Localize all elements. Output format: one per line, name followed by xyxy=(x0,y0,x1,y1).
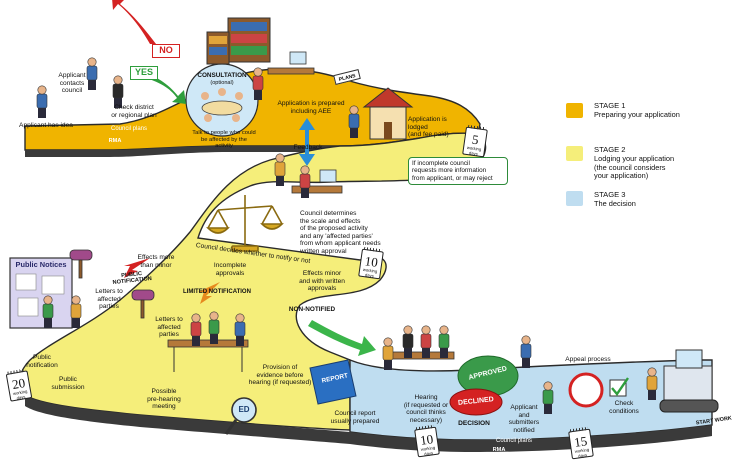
person-figure xyxy=(542,381,554,414)
legend-stage3-text: The decision xyxy=(594,199,636,208)
label-effects-minor: Effects minor and with written approvals xyxy=(299,270,345,293)
person-figure xyxy=(42,295,54,328)
magnifier xyxy=(224,397,257,435)
person-figure xyxy=(70,295,82,328)
label-application-lodged: Application is lodged (and fee paid) xyxy=(408,116,449,139)
legend-stage2-text: Lodging your application (the council co… xyxy=(594,154,675,181)
calendar-5-working-days: 5 working days xyxy=(462,126,488,158)
label-appeal-process: Appeal process xyxy=(565,356,611,363)
label-consultation: CONSULTATION xyxy=(197,72,247,79)
people-figures xyxy=(36,57,658,414)
label-provision-evidence: Provision of evidence before hearing (if… xyxy=(248,364,312,387)
public-notices-board xyxy=(9,257,73,329)
feedback-arrow xyxy=(299,118,315,166)
person-figure xyxy=(382,337,394,370)
public-notices-title: Public Notices xyxy=(15,260,67,269)
ed-magnifier-text: ED xyxy=(238,405,250,414)
legend-stage1-text: Preparing your application xyxy=(594,110,680,119)
label-check-district: Check district or regional plan xyxy=(111,104,157,119)
label-effects-more: Effects more than minor xyxy=(137,254,175,269)
person-figure xyxy=(520,335,532,368)
no-arrow xyxy=(112,0,156,44)
label-limited-notification: LIMITED NOTIFICATION xyxy=(183,289,251,295)
decision-stamps xyxy=(449,355,519,416)
calendar-10-working-days-bottom: 10 working days xyxy=(414,426,440,458)
person-figure xyxy=(208,311,220,344)
person-figure xyxy=(348,105,360,138)
council-house xyxy=(362,87,414,140)
label-public-submission: Public submission xyxy=(51,376,85,391)
report-book xyxy=(309,359,357,405)
road-rma-bottom: RMA xyxy=(492,447,506,453)
legend-swatch-stage1 xyxy=(566,103,583,118)
label-letters-2: Letters to affected parties xyxy=(155,316,183,339)
road-council-plans-bottom: Council plans xyxy=(495,438,533,444)
legend-swatch-stage3 xyxy=(566,191,583,206)
calendar-10-working-days-top: 10 working days xyxy=(358,248,384,280)
label-applicant-has-idea: Applicant has idea xyxy=(19,122,73,129)
limited-arrow xyxy=(198,282,220,304)
scales-of-justice xyxy=(206,195,284,252)
yes-sign: YES xyxy=(130,66,158,80)
bookshelf xyxy=(206,17,271,65)
label-possible-prehearing: Possible pre-hearing meeting xyxy=(147,388,181,411)
calendar-15-working-days: 15 working days xyxy=(568,428,594,460)
label-application-prepared: Application is prepared including AEE xyxy=(277,100,345,115)
consultation-table xyxy=(201,88,243,122)
legend-stage2-title: STAGE 2 xyxy=(594,145,626,154)
label-letters-1: Letters to affected parties xyxy=(95,288,123,311)
label-talk-to-people: Talk to people who could be affected by … xyxy=(192,130,256,150)
person-figure xyxy=(299,165,311,198)
road-council-plans-top: Council plans xyxy=(110,126,148,132)
label-check-conditions: Check conditions xyxy=(609,400,639,415)
legend-stage3-title: STAGE 3 xyxy=(594,190,626,199)
appeal-stop-hand xyxy=(568,372,604,408)
label-council-determines: Council determines the scale and effects… xyxy=(300,210,381,255)
person-figure xyxy=(190,313,202,346)
person-figure xyxy=(36,85,48,118)
legend-swatch-stage2 xyxy=(566,146,583,161)
prehearing-table xyxy=(167,339,249,372)
person-figure xyxy=(234,313,246,346)
road-bottom-dark-edge xyxy=(25,395,712,452)
non-notified-arrow xyxy=(308,320,376,356)
check-conditions-box xyxy=(609,377,629,397)
person-figure xyxy=(274,153,286,186)
bulldozer xyxy=(659,349,719,413)
road-stage1-dark-edge xyxy=(25,146,340,157)
label-non-notified: NON-NOTIFIED xyxy=(288,306,336,313)
label-applicant-contacts: Applicant contacts council xyxy=(58,72,86,95)
person-figure xyxy=(402,325,414,358)
person-figure xyxy=(646,367,658,400)
public-arrow xyxy=(124,258,150,278)
label-council-report: Council report usually prepared xyxy=(330,410,380,425)
label-public-notification: Public notification xyxy=(26,354,58,369)
calendar-20-working-days: 20 working days xyxy=(5,370,33,402)
person-figure xyxy=(86,57,98,90)
no-sign: NO xyxy=(152,44,180,58)
road-rma-top: RMA xyxy=(108,138,122,144)
council-desk xyxy=(291,169,343,194)
label-applicant-submitters: Applicant and submitters notified xyxy=(508,404,540,434)
label-decision: DECISION xyxy=(458,420,490,427)
label-incomplete-approvals: Incomplete approvals xyxy=(213,262,247,277)
label-hearing: Hearing (if requested or council thinks … xyxy=(403,394,449,424)
label-consultation-optional: (optional) xyxy=(210,80,234,86)
prep-desk xyxy=(267,51,315,75)
person-figure xyxy=(438,325,450,358)
person-figure xyxy=(112,75,124,108)
mailboxes xyxy=(69,249,155,319)
legend-stage1-title: STAGE 1 xyxy=(594,101,626,110)
person-figure xyxy=(252,67,264,100)
label-feedback: Feedback xyxy=(293,144,323,151)
person-figure xyxy=(420,325,432,358)
incomplete-info-box: If incomplete council requests more info… xyxy=(408,157,508,185)
